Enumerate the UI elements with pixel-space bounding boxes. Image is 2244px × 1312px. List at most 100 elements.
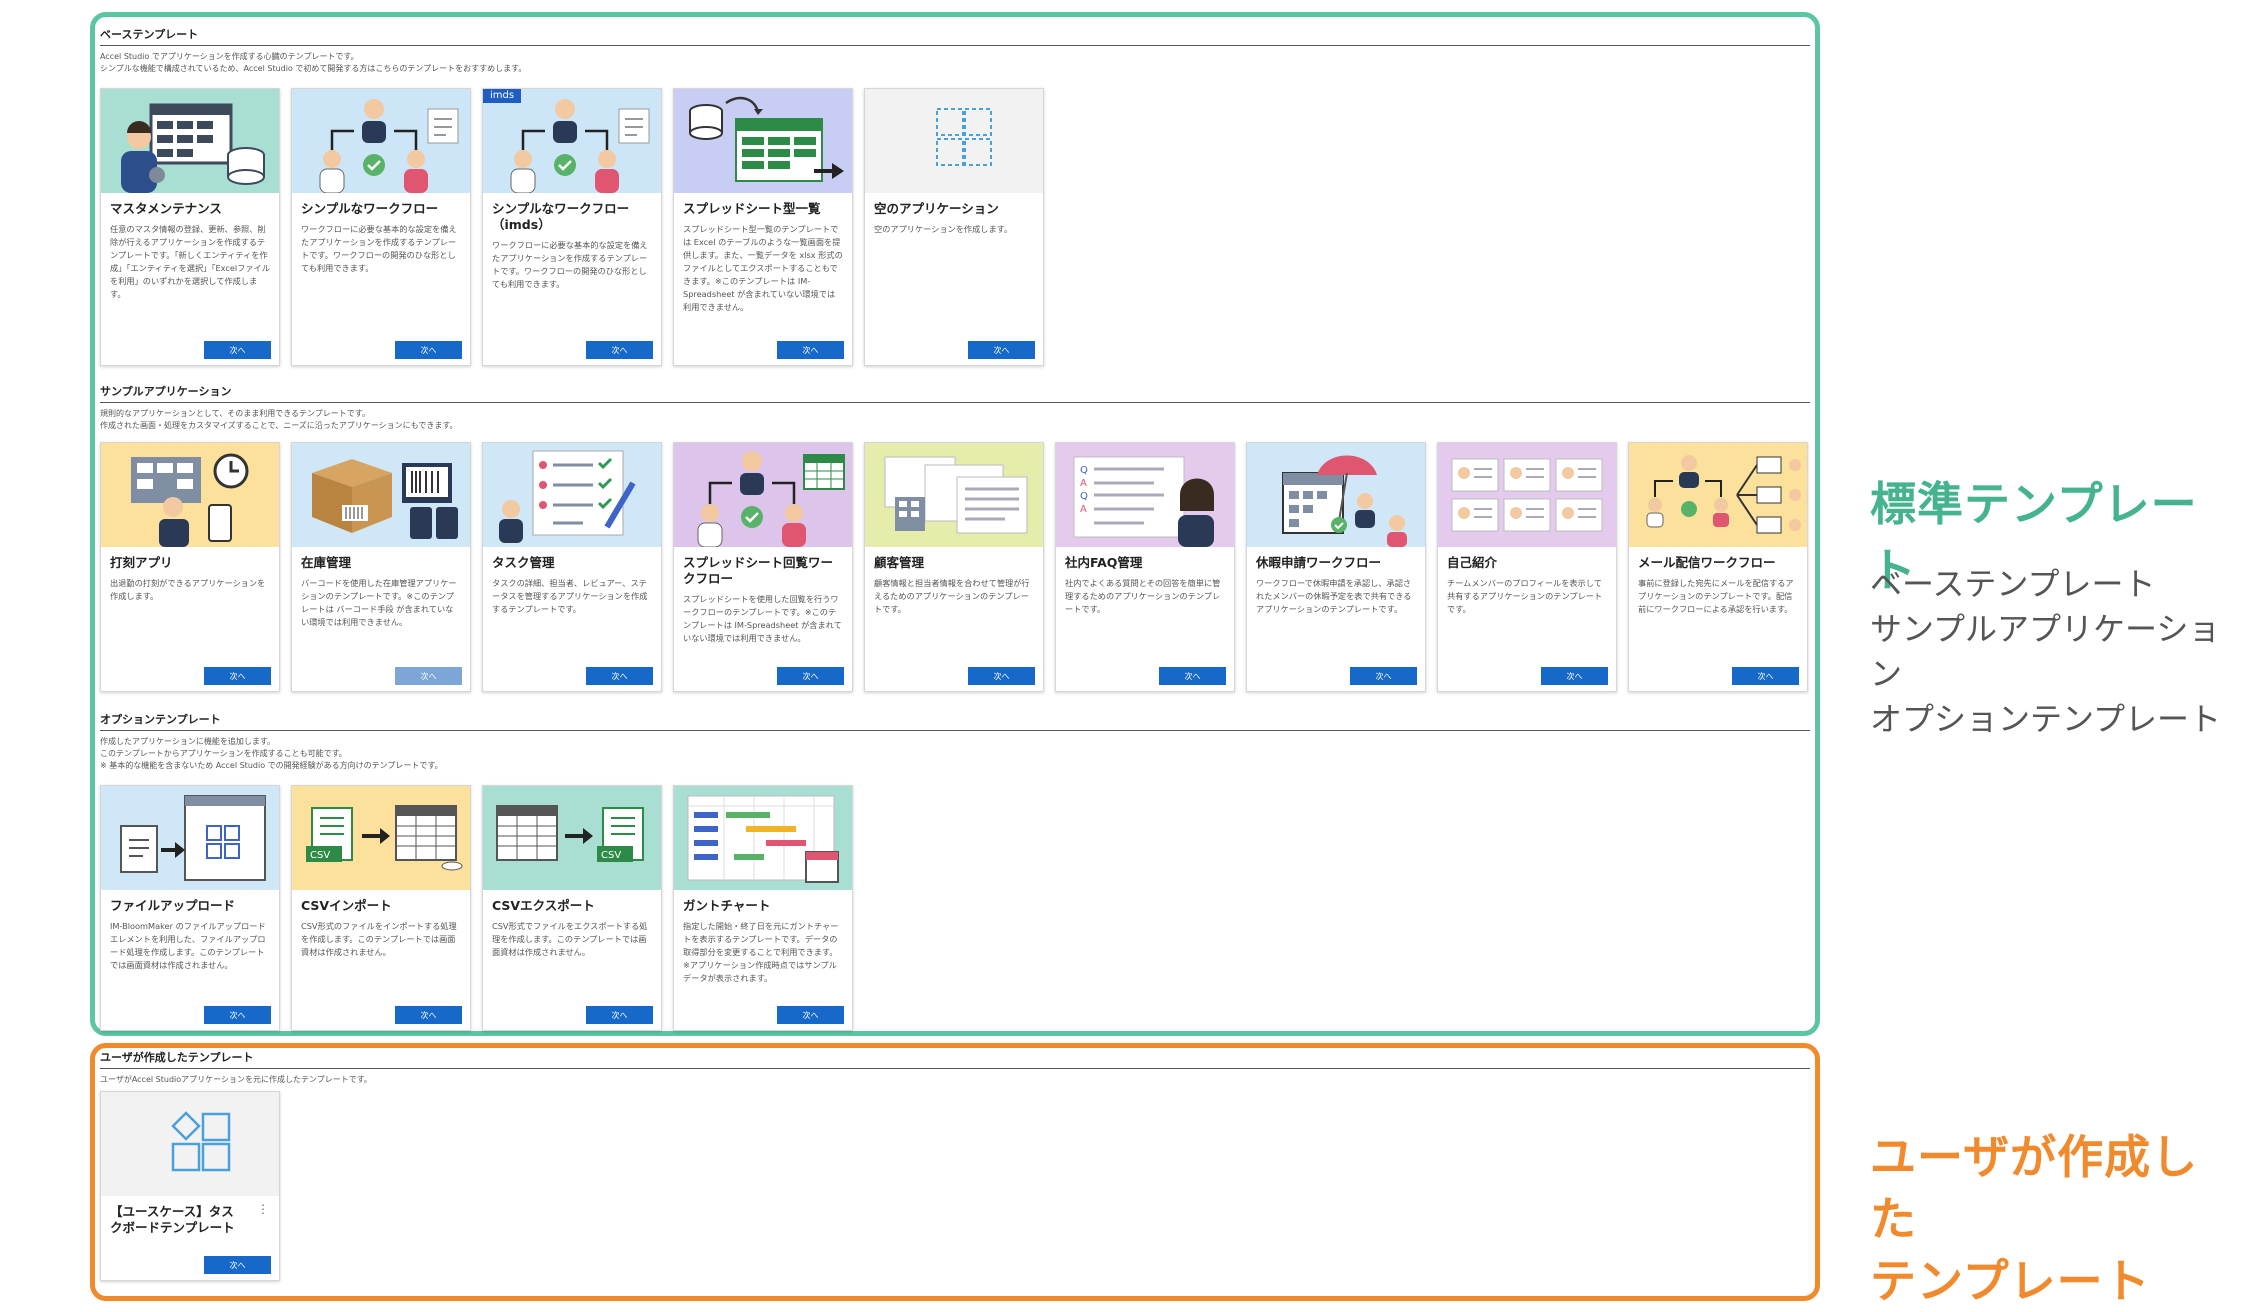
template-card-csv-import[interactable]: CSV CSVインポート CSV形式のファイルをインポートする処理を作成します。… (291, 785, 471, 1031)
csv-export-illustration: CSV (483, 786, 661, 890)
next-button[interactable]: 次へ (586, 341, 653, 359)
card-title: シンプルなワークフロー (301, 201, 439, 216)
card-description: チームメンバーのプロフィールを表示して共有するアプリケーションのテンプレートです… (1447, 578, 1603, 614)
template-card-task-board[interactable]: ⋮ 【ユースケース】タス クボードテンプレート 次へ (100, 1091, 280, 1281)
inventory-management-illustration (292, 443, 470, 547)
template-card-master-maintenance[interactable]: マスタメンテナンス 任意のマスタ情報の登録、更新、参照、削除が行えるアプリケーシ… (100, 88, 280, 366)
card-description: CSV形式でファイルをエクスポートする処理を作成します。このテンプレートでは画面… (492, 921, 648, 957)
user-templates-label: ユーザが作成した テンプレート (1870, 1130, 2199, 1308)
gantt-chart-illustration (674, 786, 852, 890)
card-title: CSVエクスポート (492, 898, 595, 913)
card-title: タスク管理 (492, 555, 555, 570)
card-title: 自己紹介 (1447, 555, 1498, 570)
next-button[interactable]: 次へ (1350, 667, 1417, 685)
next-button[interactable]: 次へ (777, 341, 844, 359)
card-title: スプレッドシート回覧ワー クフロー (683, 555, 834, 586)
card-title: 休暇申請ワークフロー (1256, 555, 1382, 570)
template-card-inventory-management[interactable]: 在庫管理 バーコードを使用した在庫管理アプリケーションのテンプレートです。※この… (291, 442, 471, 692)
next-button[interactable]: 次へ (204, 667, 271, 685)
spreadsheet-list-illustration (674, 89, 852, 193)
template-card-file-upload[interactable]: ファイルアップロード IM-BloomMaker のファイルアップロードエレメン… (100, 785, 280, 1031)
svg-text:CSV: CSV (310, 850, 330, 861)
mail-delivery-illustration (1629, 443, 1807, 547)
card-description: スプレッドシート型一覧のテンプレートでは Excel のテーブルのような一覧画面… (683, 224, 843, 312)
next-button[interactable]: 次へ (395, 341, 462, 359)
section-description: 規則的なアプリケーションとして、そのまま利用できるテンプレートです。 作成された… (100, 409, 458, 430)
simple-workflow-illustration (292, 89, 470, 193)
svg-text:Q: Q (1080, 465, 1088, 476)
sample-application-section: サンプルアプリケーション 規則的なアプリケーションとして、そのまま利用できるテン… (100, 383, 1810, 692)
template-card-timestamp-app[interactable]: 打刻アプリ 出退勤の打刻ができるアプリケーションを作成します。 次へ (100, 442, 280, 692)
section-title: ベーステンプレート (100, 26, 1810, 46)
option-template-section: オプションテンプレート 作成したアプリケーションに機能を追加します。 このテンプ… (100, 711, 1810, 1031)
template-card-csv-export[interactable]: CSV CSVエクスポート CSV形式でファイルをエクスポートする処理を作成しま… (482, 785, 662, 1031)
base-template-section: ベーステンプレート Accel Studio でアプリケーションを作成する心臓の… (100, 26, 1810, 366)
user-template-section: ユーザが作成したテンプレート ユーザがAccel Studioアプリケーションを… (100, 1049, 1810, 1281)
card-title: 社内FAQ管理 (1065, 555, 1143, 570)
next-button[interactable]: 次へ (968, 667, 1035, 685)
card-title: 空のアプリケーション (874, 201, 999, 216)
template-card-spreadsheet-list[interactable]: スプレッドシート型一覧 スプレッドシート型一覧のテンプレートでは Excel の… (673, 88, 853, 366)
card-description: 出退勤の打刻ができるアプリケーションを作成します。 (110, 578, 266, 601)
card-description: 社内でよくある質問とその回答を簡単に管理するためのアプリケーションのテンプレート… (1065, 578, 1221, 614)
standard-templates-list-item: ベーステンプレート (1870, 565, 2156, 603)
template-card-self-introduction[interactable]: 自己紹介 チームメンバーのプロフィールを表示して共有するアプリケーションのテンプ… (1437, 442, 1617, 692)
user-templates-frame (90, 1043, 1820, 1301)
next-button[interactable]: 次へ (586, 667, 653, 685)
next-button[interactable]: 次へ (777, 1006, 844, 1024)
card-title: 打刻アプリ (110, 555, 173, 570)
template-card-simple-workflow-imds[interactable]: imds シンプルなワークフロー （imds） ワークフローに必要な基本的な設定… (482, 88, 662, 366)
task-management-illustration (483, 443, 661, 547)
spreadsheet-circulation-illustration (674, 443, 852, 547)
svg-text:Q: Q (1080, 491, 1088, 502)
card-description: バーコードを使用した在庫管理アプリケーションのテンプレートです。※このテンプレー… (301, 578, 457, 627)
next-button[interactable]: 次へ (1732, 667, 1799, 685)
card-description: 事前に登録した宛先にメールを配信するアプリケーションのテンプレートです。配信前に… (1638, 578, 1794, 614)
card-title: スプレッドシート型一覧 (683, 201, 821, 216)
card-description: ワークフローに必要な基本的な設定を備えたアプリケーションを作成するテンプレートで… (492, 240, 648, 289)
more-options-icon[interactable]: ⋮ (257, 1202, 269, 1216)
section-title: ユーザが作成したテンプレート (100, 1049, 1810, 1069)
card-description: CSV形式のファイルをインポートする処理を作成します。このテンプレートでは画面資… (301, 921, 457, 957)
next-button[interactable]: 次へ (1541, 667, 1608, 685)
card-title: 顧客管理 (874, 555, 925, 570)
next-button[interactable]: 次へ (204, 1006, 271, 1024)
template-card-empty-application[interactable]: 空のアプリケーション 空のアプリケーションを作成します。 次へ (864, 88, 1044, 366)
empty-application-icon (865, 89, 1043, 193)
section-title: サンプルアプリケーション (100, 383, 1810, 403)
standard-templates-list-item: オプションテンプレート (1870, 700, 2222, 738)
template-card-spreadsheet-circulation[interactable]: スプレッドシート回覧ワー クフロー スプレッドシートを使用した回覧を行うワークフ… (673, 442, 853, 692)
timestamp-app-illustration (101, 443, 279, 547)
next-button[interactable]: 次へ (395, 667, 462, 685)
standard-templates-label: 標準テンプレート (1870, 477, 2198, 597)
next-button[interactable]: 次へ (395, 1006, 462, 1024)
section-description: ユーザがAccel Studioアプリケーションを元に作成したテンプレートです。 (100, 1075, 372, 1084)
card-description: スプレッドシートを使用した回覧を行うワークフローのテンプレートです。※このテンプ… (683, 594, 842, 643)
template-card-task-management[interactable]: タスク管理 タスクの詳細、担当者、レビュアー、ステータスを管理するアプリケーショ… (482, 442, 662, 692)
template-card-leave-request-workflow[interactable]: 休暇申請ワークフロー ワークフローで休暇申請を承認し、承認されたメンバーの休暇予… (1246, 442, 1426, 692)
next-button[interactable]: 次へ (968, 341, 1035, 359)
next-button[interactable]: 次へ (204, 341, 271, 359)
template-card-customer-management[interactable]: 顧客管理 顧客情報と担当者情報を合わせて管理が行えるためのアプリケーションのテン… (864, 442, 1044, 692)
template-card-simple-workflow[interactable]: シンプルなワークフロー ワークフローに必要な基本的な設定を備えたアプリケーション… (291, 88, 471, 366)
svg-text:A: A (1080, 478, 1087, 489)
card-description: タスクの詳細、担当者、レビュアー、ステータスを管理するアプリケーションを作成する… (492, 578, 648, 614)
next-button[interactable]: 次へ (777, 667, 844, 685)
customer-management-illustration (865, 443, 1043, 547)
template-card-mail-delivery-workflow[interactable]: メール配信ワークフロー 事前に登録した宛先にメールを配信するアプリケーションのテ… (1628, 442, 1808, 692)
next-button[interactable]: 次へ (1159, 667, 1226, 685)
card-title: 在庫管理 (301, 555, 352, 570)
card-description: ワークフローに必要な基本的な設定を備えたアプリケーションを作成するテンプレートで… (301, 224, 457, 273)
card-description: 任意のマスタ情報の登録、更新、参照、削除が行えるアプリケーションを作成するテンプ… (110, 224, 270, 299)
card-title: ファイルアップロード (110, 898, 236, 913)
card-title: マスタメンテナンス (110, 201, 222, 216)
next-button[interactable]: 次へ (204, 1256, 271, 1274)
next-button[interactable]: 次へ (586, 1006, 653, 1024)
template-card-gantt-chart[interactable]: ガントチャート 指定した開始・終了日を元にガントチャートを表示するテンプレートで… (673, 785, 853, 1031)
section-title: オプションテンプレート (100, 711, 1810, 731)
section-description: 作成したアプリケーションに機能を追加します。 このテンプレートからアプリケーショ… (100, 737, 443, 770)
self-introduction-illustration (1438, 443, 1616, 547)
card-title: CSVインポート (301, 898, 392, 913)
